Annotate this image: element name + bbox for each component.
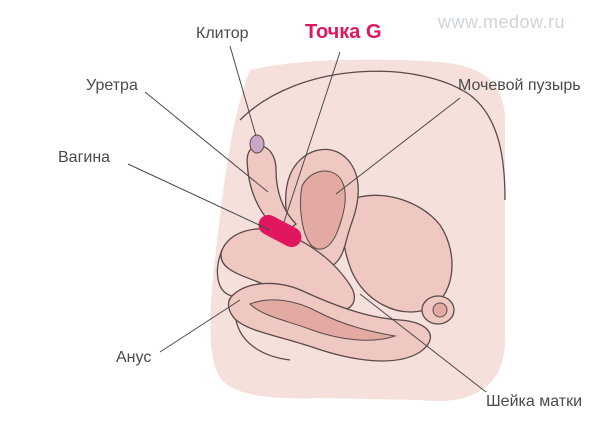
perineum-outline — [216, 249, 291, 361]
label-vagina: Вагина — [58, 149, 111, 166]
g-spot-leader — [283, 51, 341, 223]
abdomen-outline — [239, 70, 506, 201]
rectum-inner — [249, 299, 397, 341]
vagina-leader — [127, 163, 271, 231]
label-anus: Анус — [116, 349, 152, 366]
bladder-inner — [299, 170, 346, 250]
label-cervix: Шейка матки — [486, 393, 583, 410]
urethra-leader — [144, 91, 269, 193]
watermark: www.medow.ru — [438, 12, 566, 32]
clitoris-leader — [229, 45, 257, 137]
bladder-leader — [335, 97, 461, 195]
label-bladder: Мочевой пузырь — [458, 77, 581, 94]
sacrum-inner — [432, 302, 448, 318]
label-clitoris: Клитор — [196, 25, 249, 42]
label-urethra: Уретра — [86, 77, 138, 94]
anus-leader — [159, 299, 241, 353]
clitoris-mark — [249, 134, 265, 154]
label-g-spot: Точка G — [305, 21, 382, 43]
cervix-leader — [359, 293, 487, 393]
g-spot-mark — [258, 214, 302, 248]
leader-lines — [127, 45, 487, 393]
